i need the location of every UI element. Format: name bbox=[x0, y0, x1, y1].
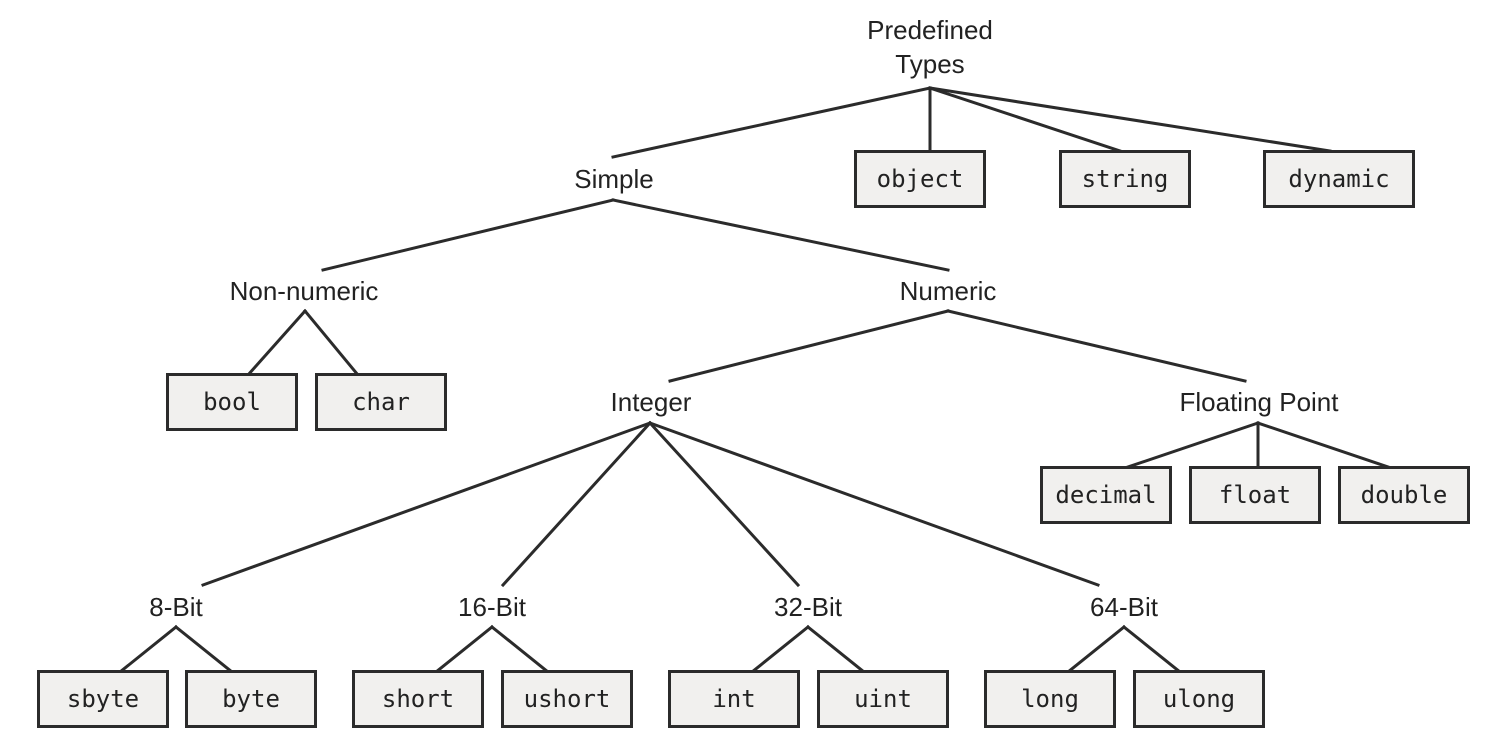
node-simple: Simple bbox=[574, 164, 654, 194]
type-box-char: char bbox=[315, 373, 447, 431]
edge-8bit-byte bbox=[173, 624, 235, 675]
node-numeric: Numeric bbox=[899, 276, 997, 306]
edge-simple-numeric bbox=[611, 198, 950, 272]
type-box-object: object bbox=[854, 150, 986, 208]
node-non-numeric: Non-numeric bbox=[229, 276, 379, 306]
edge-integer-16bit bbox=[500, 420, 653, 588]
edge-16bit-short bbox=[433, 624, 495, 675]
node-64-bit: 64-Bit bbox=[1090, 592, 1158, 622]
node-8-bit: 8-Bit bbox=[149, 592, 203, 622]
edge-simple-nonnumeric bbox=[321, 198, 615, 272]
type-box-bool: bool bbox=[166, 373, 298, 431]
edge-integer-32bit bbox=[647, 420, 801, 588]
edge-integer-8bit bbox=[201, 421, 652, 587]
edge-numeric-floating bbox=[946, 309, 1247, 383]
node-predefined-types: Predefined Types bbox=[867, 15, 993, 79]
edge-nonnumeric-char bbox=[302, 308, 361, 378]
edge-numeric-integer bbox=[668, 309, 950, 383]
type-box-int: int bbox=[668, 670, 800, 728]
node-floating-point: Floating Point bbox=[1179, 387, 1339, 417]
node-integer: Integer bbox=[610, 387, 692, 417]
edge-root-simple bbox=[611, 86, 932, 159]
edge-16bit-ushort bbox=[489, 624, 551, 675]
type-box-uint: uint bbox=[817, 670, 949, 728]
type-box-dynamic: dynamic bbox=[1263, 150, 1415, 208]
type-box-string: string bbox=[1059, 150, 1191, 208]
type-box-float: float bbox=[1189, 466, 1321, 524]
type-box-long: long bbox=[984, 670, 1116, 728]
type-box-sbyte: sbyte bbox=[37, 670, 169, 728]
edge-32bit-uint bbox=[805, 624, 867, 675]
edge-32bit-int bbox=[749, 624, 811, 675]
edge-integer-64bit bbox=[648, 421, 1100, 587]
type-box-byte: byte bbox=[185, 670, 317, 728]
node-16-bit: 16-Bit bbox=[458, 592, 526, 622]
type-box-ushort: ushort bbox=[501, 670, 633, 728]
edge-root-dynamic bbox=[928, 86, 1332, 153]
type-box-short: short bbox=[352, 670, 484, 728]
edge-floating-double bbox=[1256, 421, 1390, 469]
edge-64bit-ulong bbox=[1121, 624, 1183, 675]
type-box-ulong: ulong bbox=[1133, 670, 1265, 728]
edge-root-string bbox=[928, 86, 1122, 153]
edge-floating-decimal bbox=[1126, 421, 1260, 469]
type-box-double: double bbox=[1338, 466, 1470, 524]
edge-64bit-long bbox=[1065, 624, 1127, 675]
edge-8bit-sbyte bbox=[117, 624, 179, 675]
type-box-decimal: decimal bbox=[1040, 466, 1172, 524]
node-32-bit: 32-Bit bbox=[774, 592, 842, 622]
edge-nonnumeric-bool bbox=[245, 308, 308, 378]
